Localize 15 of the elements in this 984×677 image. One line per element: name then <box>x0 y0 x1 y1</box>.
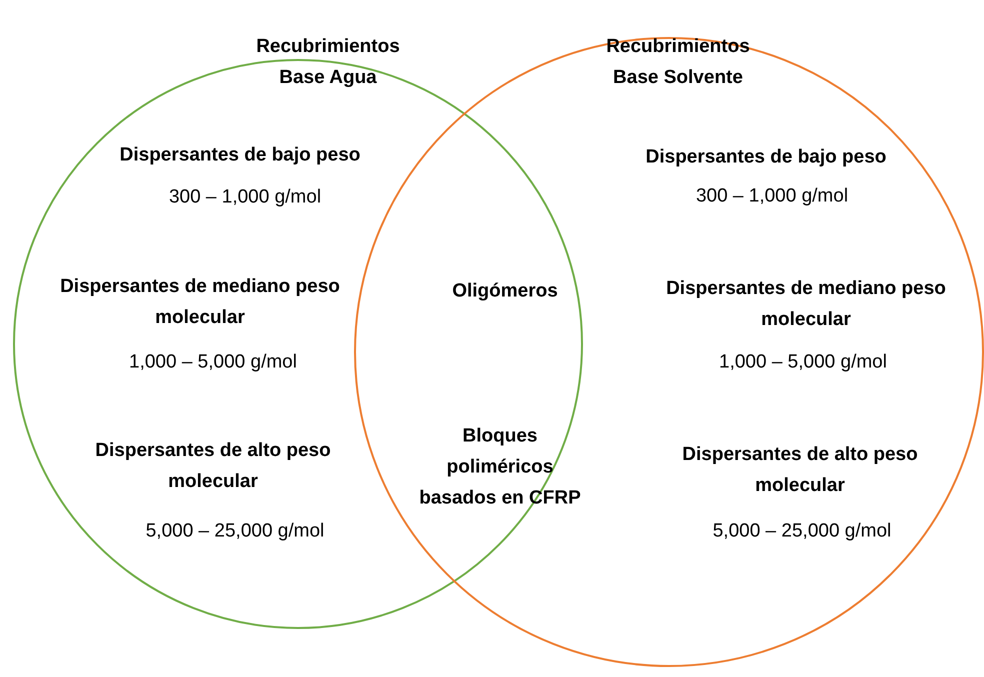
molecular-weight-range: 300 – 1,000 g/mol <box>694 184 850 208</box>
molecular-weight-range: 300 – 1,000 g/mol <box>168 186 322 210</box>
molecular-weight-range: 1,000 – 5,000 g/mol <box>718 350 888 374</box>
molecular-weight-range: 5,000 – 25,000 g/mol <box>712 520 892 544</box>
dispersant-type: Dispersantes de alto peso molecular <box>681 443 919 498</box>
dispersant-type: Dispersantes de mediano peso molecular <box>59 275 341 330</box>
set-heading: Recubrimientos Base Agua <box>255 35 401 90</box>
dispersant-type: Dispersantes de mediano peso molecular <box>665 277 947 332</box>
dispersant-type: Dispersantes de bajo peso <box>118 144 362 168</box>
set-heading: Recubrimientos Base Solvente <box>605 35 751 90</box>
dispersant-type: Dispersantes de alto peso molecular <box>94 439 332 494</box>
molecular-weight-range: 5,000 – 25,000 g/mol <box>144 520 326 544</box>
dispersant-type: Dispersantes de bajo peso <box>644 146 888 170</box>
overlap-label: Oligómeros <box>451 280 559 304</box>
molecular-weight-range: 1,000 – 5,000 g/mol <box>128 350 298 374</box>
